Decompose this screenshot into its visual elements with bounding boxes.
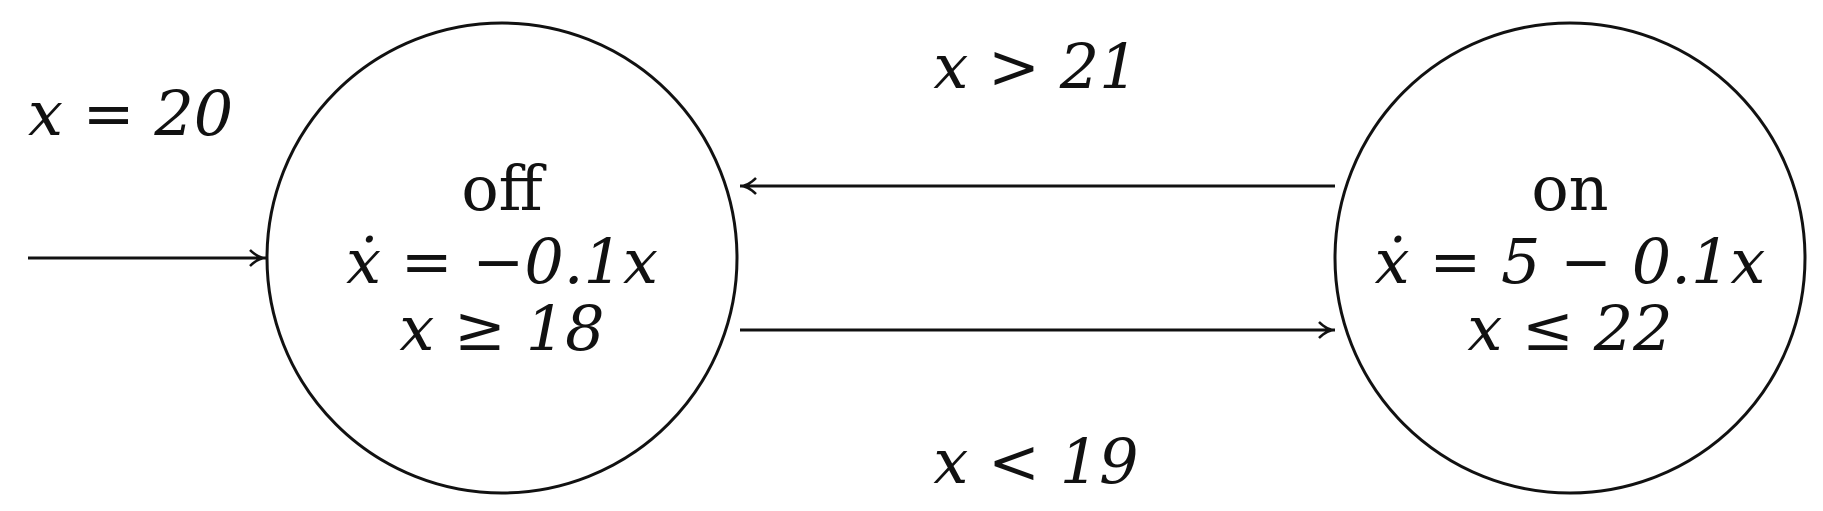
transition-on-to-off-guard: x > 21 [933, 30, 1138, 103]
state-off-circle [265, 21, 739, 495]
transition-on-to-off: x > 21 [739, 30, 1335, 195]
initial-transition: x = 20 [28, 77, 267, 267]
state-off-flow: ẋ = −0.1x [346, 225, 658, 298]
state-on-invariant: x ≤ 22 [1467, 292, 1672, 365]
state-on: on ẋ = 5 − 0.1x x ≤ 22 [1333, 21, 1807, 495]
state-off: off ẋ = −0.1x x ≥ 18 [265, 21, 739, 495]
transition-off-to-on-guard: x < 19 [933, 425, 1138, 498]
state-on-circle [1333, 21, 1807, 495]
state-on-flow: ẋ = 5 − 0.1x [1375, 225, 1766, 298]
transition-off-to-on: x < 19 [740, 321, 1336, 498]
state-off-invariant: x ≥ 18 [399, 292, 604, 365]
state-on-name: on [1531, 152, 1608, 225]
state-off-name: off [461, 152, 546, 225]
initial-label: x = 20 [28, 77, 233, 150]
